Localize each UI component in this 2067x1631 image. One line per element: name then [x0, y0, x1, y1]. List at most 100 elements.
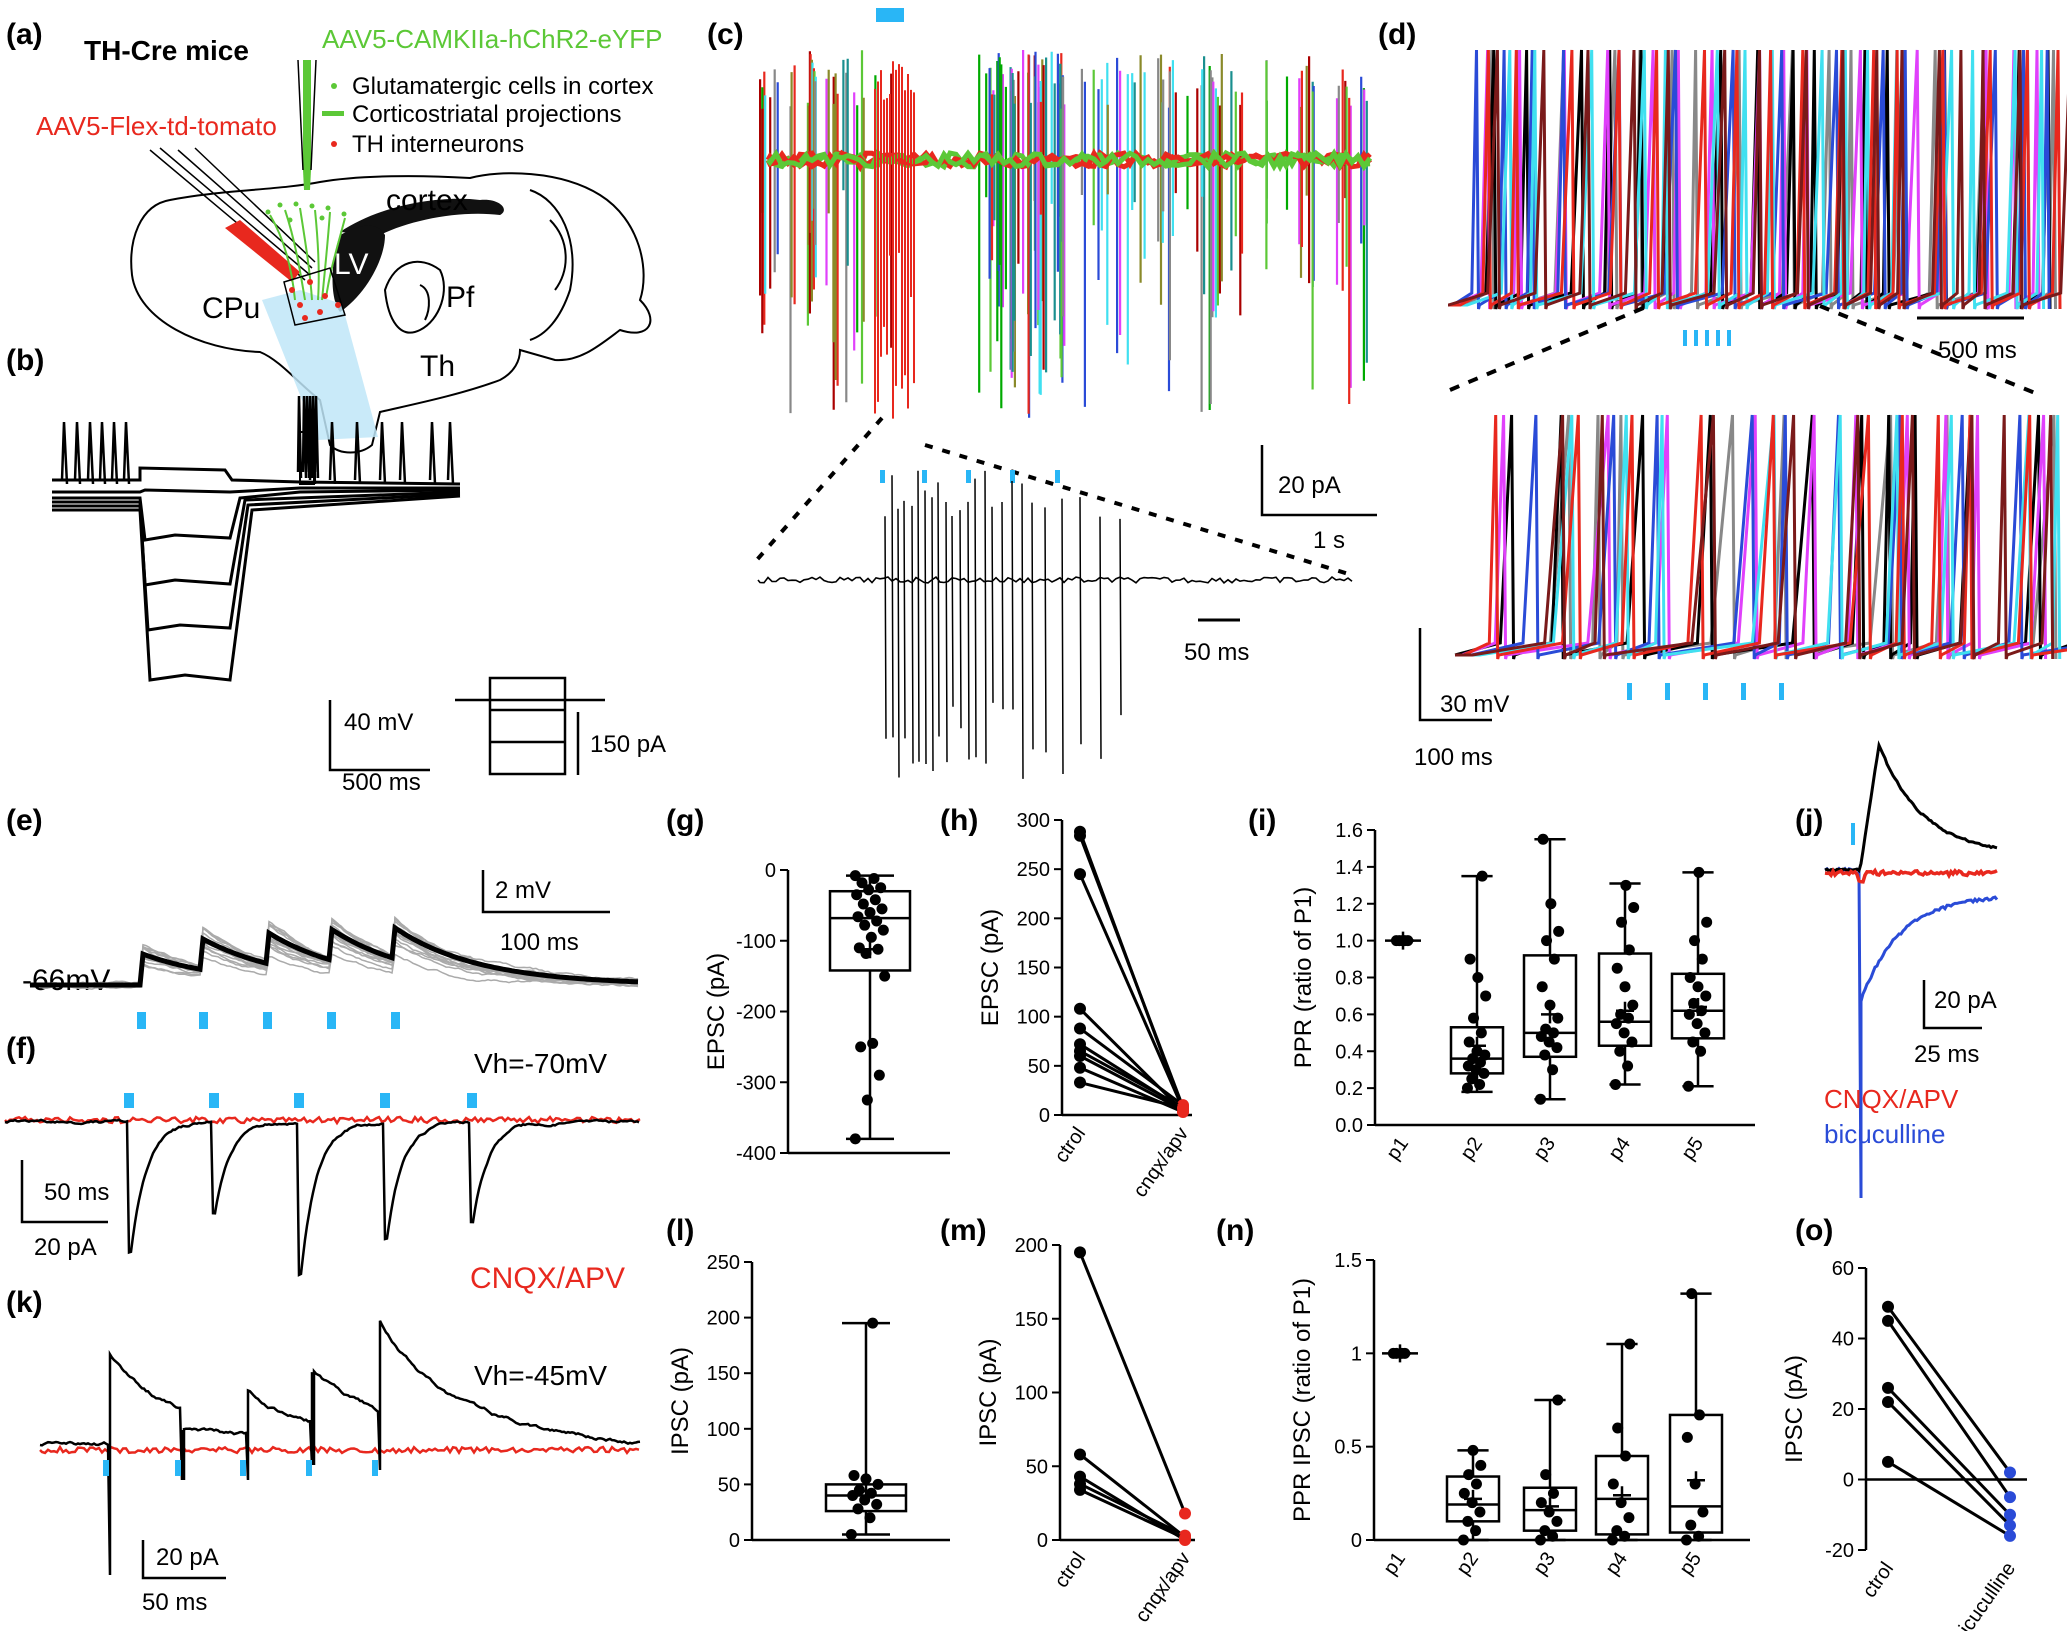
chart-g-point-0-12	[859, 919, 871, 931]
chart-n-box-4	[1668, 1288, 1724, 1546]
chart-n-point-4-3	[1697, 1506, 1709, 1518]
chart-g-ytick-label-2: -200	[736, 1002, 776, 1024]
chart-l-point-0-9	[860, 1473, 872, 1485]
panel-c-scale-t: 1 s	[1313, 527, 1345, 554]
chart-n-point-1-2	[1462, 1515, 1474, 1527]
chart-n-ytick-label-3: 1.5	[1334, 1250, 1362, 1272]
c-burst	[874, 61, 915, 419]
chart-i-point-3-9	[1619, 981, 1631, 993]
panel-k-vh: Vh=-45mV	[474, 1360, 607, 1391]
chart-n-point-2-8	[1552, 1394, 1564, 1406]
panel-k-stims	[103, 1460, 378, 1476]
panel-c-zoom-line-left	[753, 416, 884, 564]
chart-i-ytick-label-6: 1.2	[1335, 894, 1363, 916]
panel-c-scale-i: 20 pA	[1278, 472, 1341, 499]
chart-i-point-1-1	[1474, 1078, 1486, 1090]
chart-g-point-0-21	[873, 1069, 885, 1081]
chart-n-point-0-2	[1390, 1347, 1402, 1359]
chart-o-ylabel: IPSC (pA)	[1781, 1355, 1808, 1463]
panel-c-traces	[759, 50, 1373, 419]
chart-i-point-3-10	[1611, 962, 1623, 974]
chart-n-point-3-1	[1619, 1530, 1631, 1542]
chart-i-point-2-13	[1553, 925, 1565, 937]
chart-i-point-4-0	[1682, 1080, 1694, 1092]
panel-b-scalebar	[328, 700, 430, 772]
chart-n-point-3-7	[1612, 1422, 1624, 1434]
panel-b: (b) 40 mV 500 ms 150 pA	[6, 344, 666, 796]
chart-n-ytick-label-2: 1	[1351, 1343, 1362, 1365]
chart-h-point-drug-9	[1177, 1102, 1189, 1115]
c-baseline-3	[766, 148, 1373, 172]
chart-l-point-0-2	[852, 1503, 864, 1515]
chart-m-ytick-label-3: 150	[1015, 1309, 1048, 1331]
panel-d-zoom-line-left	[1449, 304, 1649, 392]
chart-n-point-4-1	[1693, 1530, 1705, 1542]
chart-i-point-4-5	[1683, 1008, 1695, 1020]
virus-green-label: AAV5-CAMKIIa-hChR2-eYFP	[322, 24, 663, 54]
chart-h-point-ctrl-8	[1074, 1061, 1086, 1074]
chart-i-ytick-label-0: 0.0	[1335, 1115, 1363, 1137]
region-cpu: CPu	[202, 292, 260, 325]
panel-c-inset-trace	[757, 470, 1353, 779]
chart-l-point-0-1	[864, 1512, 876, 1524]
chart-i-xlabel-3: p4	[1604, 1133, 1635, 1164]
chart-n-point-2-4	[1543, 1506, 1555, 1518]
chart-i-box-4	[1670, 866, 1726, 1092]
chart-m-pair-4	[1074, 1483, 1191, 1545]
chart-o-point-drug-0	[2004, 1466, 2016, 1479]
chart-h-point-ctrl-2	[1074, 868, 1086, 881]
chart-i-point-2-12	[1541, 935, 1553, 947]
chart-l-point-0-7	[853, 1484, 865, 1496]
chart-i-ytick-label-5: 1.0	[1335, 931, 1363, 953]
chart-i-point-4-7	[1688, 997, 1700, 1009]
d-bottom-trace-6	[1455, 414, 2055, 660]
chart-g-point-0-3	[875, 882, 887, 894]
chart-o-point-ctrl-4	[1882, 1455, 1894, 1468]
chart-h-ylabel: EPSC (pA)	[977, 909, 1004, 1026]
chart-o-ytick-label-0: -20	[1825, 1540, 1854, 1562]
chart-n-point-3-5	[1607, 1478, 1619, 1490]
panel-l-label: (l)	[666, 1214, 694, 1247]
chart-i-point-3-3	[1626, 1036, 1638, 1048]
chart-i-point-3-11	[1623, 944, 1635, 956]
chart-m-point-drug-4	[1179, 1532, 1191, 1545]
b-trace-3	[52, 490, 461, 587]
panel-f-scale-t: 50 ms	[44, 1179, 109, 1206]
chart-n-point-2-5	[1535, 1497, 1547, 1509]
chart-n-box-2	[1522, 1394, 1578, 1546]
chart-l-point-0-4	[859, 1494, 871, 1506]
panel-b-step-protocol	[455, 676, 605, 776]
chart-i-point-2-14	[1545, 898, 1557, 910]
chart-i-point-3-2	[1614, 1045, 1626, 1057]
chart-h-pair-4	[1074, 1022, 1189, 1112]
chart-h-ytick-label-2: 100	[1017, 1007, 1050, 1029]
chart-m-ytick-label-2: 100	[1015, 1383, 1048, 1405]
panel-j-label: (j)	[1795, 804, 1823, 837]
panel-i-label: (i)	[1248, 804, 1276, 837]
chart-n-point-2-3	[1551, 1515, 1563, 1527]
j-trace-control	[1824, 740, 1998, 874]
e-mean-trace	[30, 923, 639, 988]
chart-l-point-0-8	[872, 1478, 884, 1490]
chart-l-point-0-3	[871, 1498, 883, 1510]
chart-i-ytick-label-1: 0.2	[1335, 1078, 1363, 1100]
chart-i-point-4-1	[1695, 1045, 1707, 1057]
chart-g-point-0-19	[867, 1037, 879, 1049]
chart-n-point-1-6	[1470, 1478, 1482, 1490]
panel-f-traces	[4, 1114, 641, 1277]
chart-i-ytick-label-8: 1.6	[1335, 820, 1363, 842]
d-top-trace-6	[1448, 49, 2067, 310]
panel-f-stims	[124, 1093, 477, 1108]
panel-b-traces	[52, 395, 461, 682]
panel-d-bottom-traces	[1454, 414, 2067, 660]
chart-l-point-0-10	[848, 1470, 860, 1482]
chart-g-point-0-22	[861, 1094, 873, 1106]
chart-m-point-ctrl-0	[1074, 1246, 1086, 1259]
chart-m-ytick-label-0: 0	[1037, 1530, 1048, 1552]
chart-m-ytick-label-1: 50	[1026, 1456, 1048, 1478]
panel-b-label: (b)	[6, 344, 44, 377]
chart-g-point-0-9	[864, 906, 876, 918]
chart-m-pair-0	[1074, 1246, 1191, 1520]
